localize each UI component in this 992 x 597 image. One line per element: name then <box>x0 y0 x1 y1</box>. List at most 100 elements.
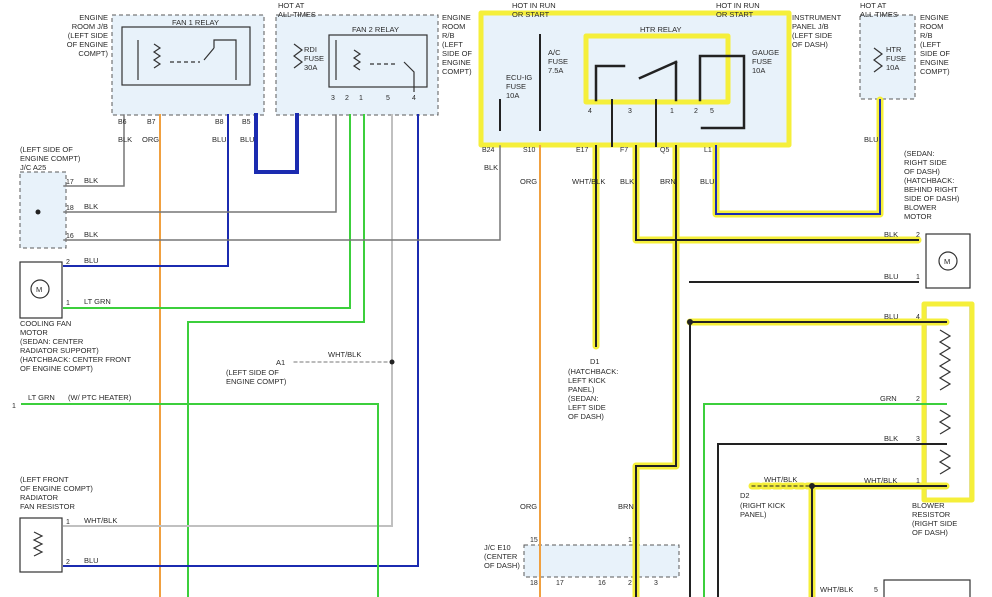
svg-text:LT GRN: LT GRN <box>84 297 111 306</box>
svg-text:BLU: BLU <box>240 135 255 144</box>
blower-motor-box <box>925 233 971 289</box>
svg-text:WHT/BLK: WHT/BLK <box>820 585 853 594</box>
svg-text:17: 17 <box>556 580 564 587</box>
svg-text:3: 3 <box>331 95 335 102</box>
blower-motor-m: M <box>944 257 950 266</box>
blower-motor-icon <box>938 251 958 271</box>
svg-text:3: 3 <box>628 108 632 115</box>
svg-text:ORG: ORG <box>142 135 159 144</box>
svg-text:E17: E17 <box>576 147 589 154</box>
svg-text:16: 16 <box>66 233 74 240</box>
svg-text:1: 1 <box>66 300 70 307</box>
cooling-fan-motor-box <box>19 261 63 319</box>
svg-text:17: 17 <box>66 179 74 186</box>
a1-label: A1 <box>276 358 285 367</box>
svg-text:B24: B24 <box>482 147 495 154</box>
svg-text:BLK: BLK <box>84 230 98 239</box>
cooling-fan-motor-icon <box>30 279 50 299</box>
svg-text:B5: B5 <box>242 119 251 126</box>
cooling-fan-motor-m: M <box>36 285 42 294</box>
svg-text:1: 1 <box>66 519 70 526</box>
svg-text:3: 3 <box>654 580 658 587</box>
svg-text:2: 2 <box>916 396 920 403</box>
relay-symbols <box>32 39 952 557</box>
svg-text:WHT/BLK: WHT/BLK <box>84 516 117 525</box>
jc-e10-box <box>523 544 680 578</box>
svg-text:BLU: BLU <box>700 177 715 186</box>
pin-labels: B6 B7 B8 B5 3 2 1 5 4 B24 S10 E17 F7 Q5 … <box>12 95 920 594</box>
svg-text:BLU: BLU <box>884 312 899 321</box>
svg-text:WHT/BLK: WHT/BLK <box>328 350 361 359</box>
svg-text:ORG: ORG <box>520 177 537 186</box>
svg-text:2: 2 <box>66 559 70 566</box>
svg-text:BLK: BLK <box>620 177 634 186</box>
svg-text:BLU: BLU <box>84 256 99 265</box>
wires <box>21 34 947 597</box>
bottom-right-component <box>883 579 971 597</box>
svg-text:1: 1 <box>670 108 674 115</box>
svg-text:BLK: BLK <box>484 163 498 172</box>
svg-text:BLU: BLU <box>864 135 879 144</box>
htr-relay-label: HTR RELAY <box>640 25 682 34</box>
svg-text:BLK: BLK <box>84 202 98 211</box>
svg-text:1: 1 <box>628 537 632 544</box>
svg-text:WHT/BLK: WHT/BLK <box>864 476 897 485</box>
svg-text:2: 2 <box>628 580 632 587</box>
svg-text:5: 5 <box>386 95 390 102</box>
svg-text:18: 18 <box>530 580 538 587</box>
svg-text:BRN: BRN <box>618 502 634 511</box>
fan2-relay-label: FAN 2 RELAY <box>352 25 399 34</box>
svg-text:2: 2 <box>345 95 349 102</box>
jc-a25-box <box>19 171 67 249</box>
svg-text:3: 3 <box>916 436 920 443</box>
svg-text:B8: B8 <box>215 119 224 126</box>
svg-text:15: 15 <box>530 537 538 544</box>
highlight-blower-resistor <box>921 301 975 503</box>
svg-text:F7: F7 <box>620 147 628 154</box>
svg-text:1: 1 <box>359 95 363 102</box>
svg-text:2: 2 <box>694 108 698 115</box>
svg-text:1: 1 <box>12 403 16 410</box>
svg-text:L1: L1 <box>704 147 712 154</box>
ptc-label: (W/ PTC HEATER) <box>68 393 132 402</box>
fan2-relay-box <box>328 34 428 88</box>
svg-text:GRN: GRN <box>880 394 897 403</box>
svg-text:1: 1 <box>916 478 920 485</box>
svg-text:18: 18 <box>66 205 74 212</box>
svg-text:16: 16 <box>598 580 606 587</box>
svg-text:5: 5 <box>710 108 714 115</box>
fan1-relay-box <box>121 26 251 86</box>
highlight-q5 <box>632 142 680 597</box>
fan1-relay-panel <box>111 14 265 116</box>
blower-resistor-box <box>925 304 971 500</box>
svg-text:2: 2 <box>916 232 920 239</box>
svg-text:LT GRN: LT GRN <box>28 393 55 402</box>
svg-text:BLU: BLU <box>212 135 227 144</box>
svg-text:WHT/BLK: WHT/BLK <box>764 475 797 484</box>
svg-text:BLK: BLK <box>884 230 898 239</box>
fan2-relay-panel <box>275 14 439 116</box>
svg-text:BRN: BRN <box>660 177 676 186</box>
fan1-relay-label: FAN 1 RELAY <box>172 18 219 27</box>
splice-dots <box>35 209 815 489</box>
svg-text:Q5: Q5 <box>660 147 669 154</box>
svg-text:1: 1 <box>916 274 920 281</box>
